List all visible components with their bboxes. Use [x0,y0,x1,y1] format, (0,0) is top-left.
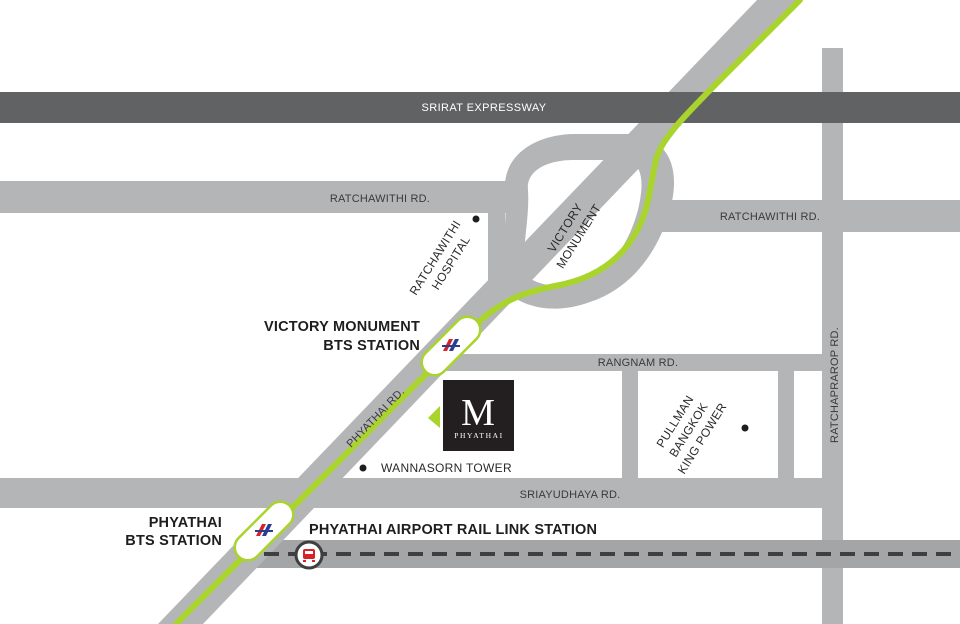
phyathai-bts-station[interactable] [229,496,298,565]
victory-monument-bts-station[interactable] [416,311,485,380]
connector-road-east [778,362,794,478]
airport-rail-link-label: PHYATHAI AIRPORT RAIL LINK STATION [309,522,597,538]
srirat-expressway [0,92,960,123]
sriayudhaya-road [0,478,822,508]
phyathai-bts-label-line2: BTS STATION [125,533,222,549]
ratchawithi-road-west [0,181,540,213]
location-pointer [428,406,440,428]
bts-line-main [173,0,803,624]
logo-letter: M [461,392,495,434]
wannasorn-tower-label: WANNASORN TOWER [381,461,512,475]
logo-background [443,380,514,451]
bts-train-icon [255,524,273,536]
phyathai-road [158,0,800,624]
logo-name: PHYATHAI [454,431,503,440]
ratchawithi-east-label: RATCHAWITHI RD. [720,211,820,223]
bts-train-icon [442,339,460,351]
ratchaprarop-road-label: RATCHAPRAROP RD. [829,327,841,443]
victory-bts-label-line2: BTS STATION [323,338,420,354]
connector-road-west [622,362,638,478]
srirat-expressway-label: SRIRAT EXPRESSWAY [422,102,547,114]
phyathai-logo: M PHYATHAI [443,380,514,451]
sriayudhaya-road-label: SRIAYUDHAYA RD. [520,489,621,501]
airport-rail-link-icon [303,549,315,562]
pullman-label: PULLMAN BANGKOK KING POWER [654,393,730,477]
wannasorn-marker [359,464,367,472]
ratchaprarop-road [822,48,843,624]
hospital-marker [472,215,480,223]
airport-rail-link-station[interactable] [294,540,324,570]
rangnam-road-label: RANGNAM RD. [598,357,678,369]
pullman-marker [741,424,749,432]
ratchawithi-road-east [640,200,960,232]
ratchawithi-hospital-label: RATCHAWITHI HOSPITAL [407,218,473,298]
victory-bts-label-line1: VICTORY MONUMENT [264,319,420,335]
ratchawithi-west-label: RATCHAWITHI RD. [330,193,430,205]
phyathai-bts-label-line1: PHYATHAI [149,515,222,531]
